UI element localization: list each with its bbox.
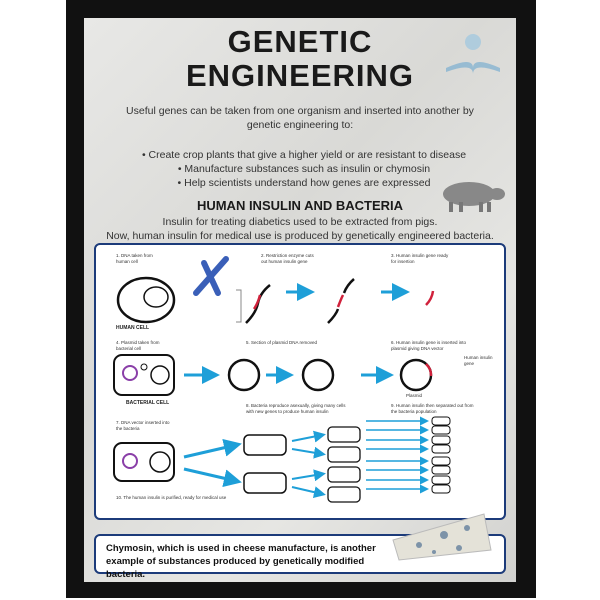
book-logo-icon — [446, 34, 500, 74]
intro-text: Useful genes can be taken from one organ… — [126, 105, 474, 131]
bullet-item: • Help scientists understand how genes a… — [177, 177, 431, 189]
step-10-label: 10. The human insulin is purified, ready… — [116, 495, 227, 500]
bullet-list: • Create crop plants that give a higher … — [124, 148, 484, 190]
step-3-label: 3. Human insulin gene ready for insertio… — [391, 253, 449, 264]
bullet-item: • Create crop plants that give a higher … — [141, 149, 467, 161]
poster: GENETIC ENGINEERING Useful genes can be … — [84, 18, 516, 582]
human-cell-icon — [116, 276, 176, 324]
pig-icon — [443, 182, 505, 212]
diagram-graphics — [113, 256, 451, 503]
section-subtitle: HUMAN INSULIN AND BACTERIA — [196, 198, 404, 213]
step-7-label: 7. DNA vector inserted into the bacteria — [116, 420, 170, 431]
step-4-label: 4. Plasmid taken from bacterial cell — [116, 340, 160, 351]
title-line1: GENETIC — [227, 24, 373, 59]
bullet-item: • Manufacture substances such as insulin… — [177, 163, 431, 175]
step-1-label: 1. DNA taken from human cell — [116, 253, 153, 264]
cheese-image — [392, 513, 492, 561]
step-8-label: 8. Bacteria reproduce asexually, giving … — [246, 403, 346, 414]
bacterial-cell-label: BACTERIAL CELL — [126, 400, 170, 406]
chymosin-text: Chymosin, which is used in cheese manufa… — [106, 543, 376, 580]
chromosome-icon — [193, 256, 229, 296]
plasmid-label: Plasmid — [406, 393, 423, 398]
insulin-diagram: 1. DNA taken from human cell 2. Restrict… — [94, 243, 506, 520]
engineered-bacterium-icon — [113, 442, 175, 482]
step-5-label: 5. Section of plasmid DNA removed — [246, 340, 318, 345]
human-cell-label: HUMAN CELL — [116, 325, 150, 331]
subtext-2: Now, human insulin for medical use is pr… — [106, 230, 494, 242]
step-6-label: 6. Human insulin gene is inserted into p… — [391, 340, 467, 351]
step-2-label: 2. Restriction enzyme cuts out human ins… — [261, 253, 314, 264]
subtext-1: Insulin for treating diabetics used to b… — [162, 216, 438, 228]
insulin-gene-label: Human insulin gene — [464, 355, 493, 366]
step-9-label: 9. Human insulin then separated out from… — [391, 403, 474, 414]
title-line2: ENGINEERING — [185, 58, 415, 93]
bacterial-cell-icon — [113, 354, 175, 396]
